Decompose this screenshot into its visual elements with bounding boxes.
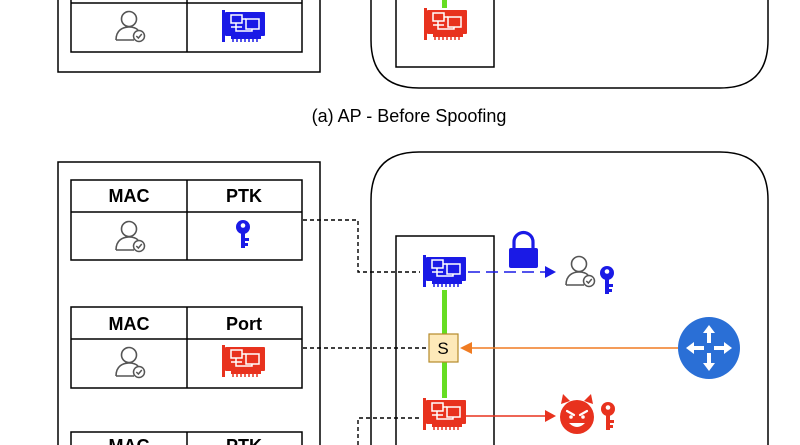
table-mac-ptk: MAC PTK bbox=[70, 179, 303, 261]
switch-label: S bbox=[437, 339, 448, 358]
column-header-mac: MAC bbox=[109, 314, 150, 334]
client-table-container bbox=[57, 161, 321, 445]
column-header-ptk: PTK bbox=[226, 436, 262, 445]
panel-a-ap-internal bbox=[395, 0, 495, 68]
switch-box bbox=[428, 333, 459, 363]
column-header-ptk: PTK bbox=[226, 186, 262, 206]
user-check-icon bbox=[115, 10, 146, 43]
table-mac-port: MAC Port bbox=[70, 306, 303, 389]
network-card-icon bbox=[423, 7, 468, 41]
access-point-internal bbox=[395, 235, 495, 445]
router-icon bbox=[678, 317, 740, 379]
devil-icon bbox=[560, 394, 594, 434]
panel-a-table-container bbox=[57, 0, 321, 73]
panel-a bbox=[57, 0, 769, 89]
router-link-arrowhead bbox=[460, 342, 472, 354]
bus-line-lower bbox=[442, 362, 447, 398]
column-header-port: Port bbox=[226, 314, 262, 334]
lock-icon bbox=[509, 230, 538, 268]
panel-a-table-row bbox=[70, 0, 303, 53]
column-header-mac: MAC bbox=[109, 186, 150, 206]
key-icon bbox=[236, 220, 250, 248]
user-check-icon bbox=[115, 346, 146, 379]
attacker-link-arrowhead bbox=[545, 410, 556, 422]
access-point-container bbox=[370, 151, 769, 445]
network-card-icon bbox=[422, 397, 467, 431]
panel-a-ap-container bbox=[370, 0, 769, 89]
key-icon bbox=[600, 266, 614, 294]
user-check-icon bbox=[565, 255, 596, 288]
connector-ptk-to-nic bbox=[303, 219, 420, 273]
network-card-icon bbox=[221, 9, 266, 43]
network-card-icon bbox=[422, 254, 467, 288]
connector-ptk-to-nic-lower bbox=[357, 417, 420, 445]
network-card-icon bbox=[221, 344, 266, 378]
panel-a-caption: (a) AP - Before Spoofing bbox=[312, 106, 507, 126]
column-header-mac: MAC bbox=[109, 436, 150, 445]
table-mac-ptk-second: MAC PTK bbox=[70, 431, 303, 445]
user-check-icon bbox=[115, 220, 146, 253]
key-icon bbox=[601, 402, 615, 430]
bus-line-upper bbox=[442, 290, 447, 338]
encrypted-link-arrowhead bbox=[545, 266, 556, 278]
panel-a-bus-line bbox=[442, 0, 447, 8]
